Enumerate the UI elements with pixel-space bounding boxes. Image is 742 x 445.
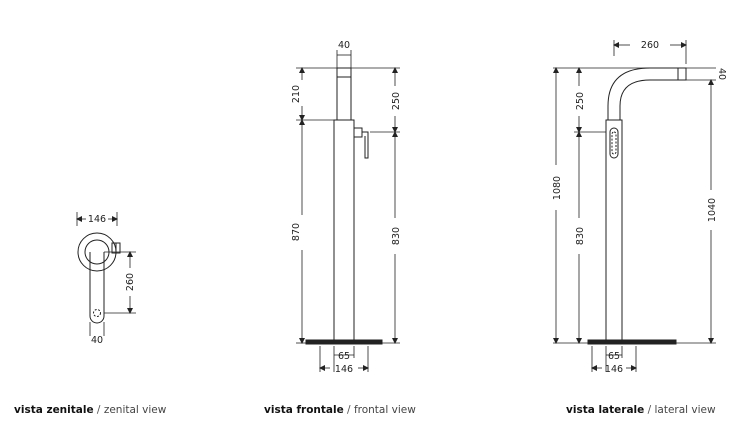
caption-lateral-en: lateral view bbox=[654, 404, 716, 416]
caption-zenital-sep: / bbox=[93, 404, 104, 416]
spout-curve bbox=[607, 67, 678, 120]
lateral-view bbox=[553, 40, 716, 372]
caption-zenital-it: vista zenitale bbox=[14, 404, 94, 416]
zenital-view bbox=[76, 212, 136, 336]
lever-side bbox=[609, 127, 619, 159]
dim-lateral-outlet-height: 1040 bbox=[707, 198, 718, 222]
dim-lateral-lower: 830 bbox=[575, 227, 586, 245]
dim-lateral-total-height: 1080 bbox=[552, 176, 563, 200]
lateral-column bbox=[605, 119, 623, 341]
dim-lateral-upper: 250 bbox=[575, 92, 586, 110]
column-body bbox=[333, 119, 355, 341]
dim-lateral-base-outer: 146 bbox=[605, 364, 623, 375]
dim-lateral-reach: 260 bbox=[641, 40, 659, 51]
caption-frontal: vista frontale / frontal view bbox=[264, 404, 416, 416]
caption-zenital: vista zenitale / zenital view bbox=[14, 404, 166, 416]
dim-frontal-base-inner: 65 bbox=[338, 351, 350, 362]
caption-zenital-en: zenital view bbox=[103, 404, 167, 416]
dim-lateral-spout-height: 40 bbox=[716, 68, 727, 80]
dim-lateral-base-inner: 65 bbox=[608, 351, 620, 362]
base-plate bbox=[305, 339, 383, 345]
dim-frontal-top-width: 40 bbox=[338, 40, 350, 51]
caption-frontal-sep: / bbox=[343, 404, 354, 416]
dim-frontal-upper: 250 bbox=[391, 92, 402, 110]
dim-zenital-length: 260 bbox=[125, 273, 136, 291]
caption-lateral: vista laterale / lateral view bbox=[566, 404, 716, 416]
caption-lateral-sep: / bbox=[644, 404, 655, 416]
spout-head bbox=[336, 67, 352, 78]
spout-outlet bbox=[677, 67, 687, 81]
spout-arm bbox=[89, 252, 105, 324]
dim-frontal-base-outer: 146 bbox=[335, 364, 353, 375]
caption-frontal-en: frontal view bbox=[353, 404, 416, 416]
frontal-view bbox=[296, 50, 400, 372]
caption-lateral-it: vista laterale bbox=[566, 404, 645, 416]
dim-frontal-spout-height: 210 bbox=[291, 85, 302, 103]
dim-zenital-spout: 40 bbox=[91, 335, 103, 346]
caption-frontal-it: vista frontale bbox=[264, 404, 344, 416]
dim-frontal-body-height: 870 bbox=[291, 223, 302, 241]
dim-frontal-lower: 830 bbox=[391, 227, 402, 245]
dim-zenital-width: 146 bbox=[88, 214, 106, 225]
